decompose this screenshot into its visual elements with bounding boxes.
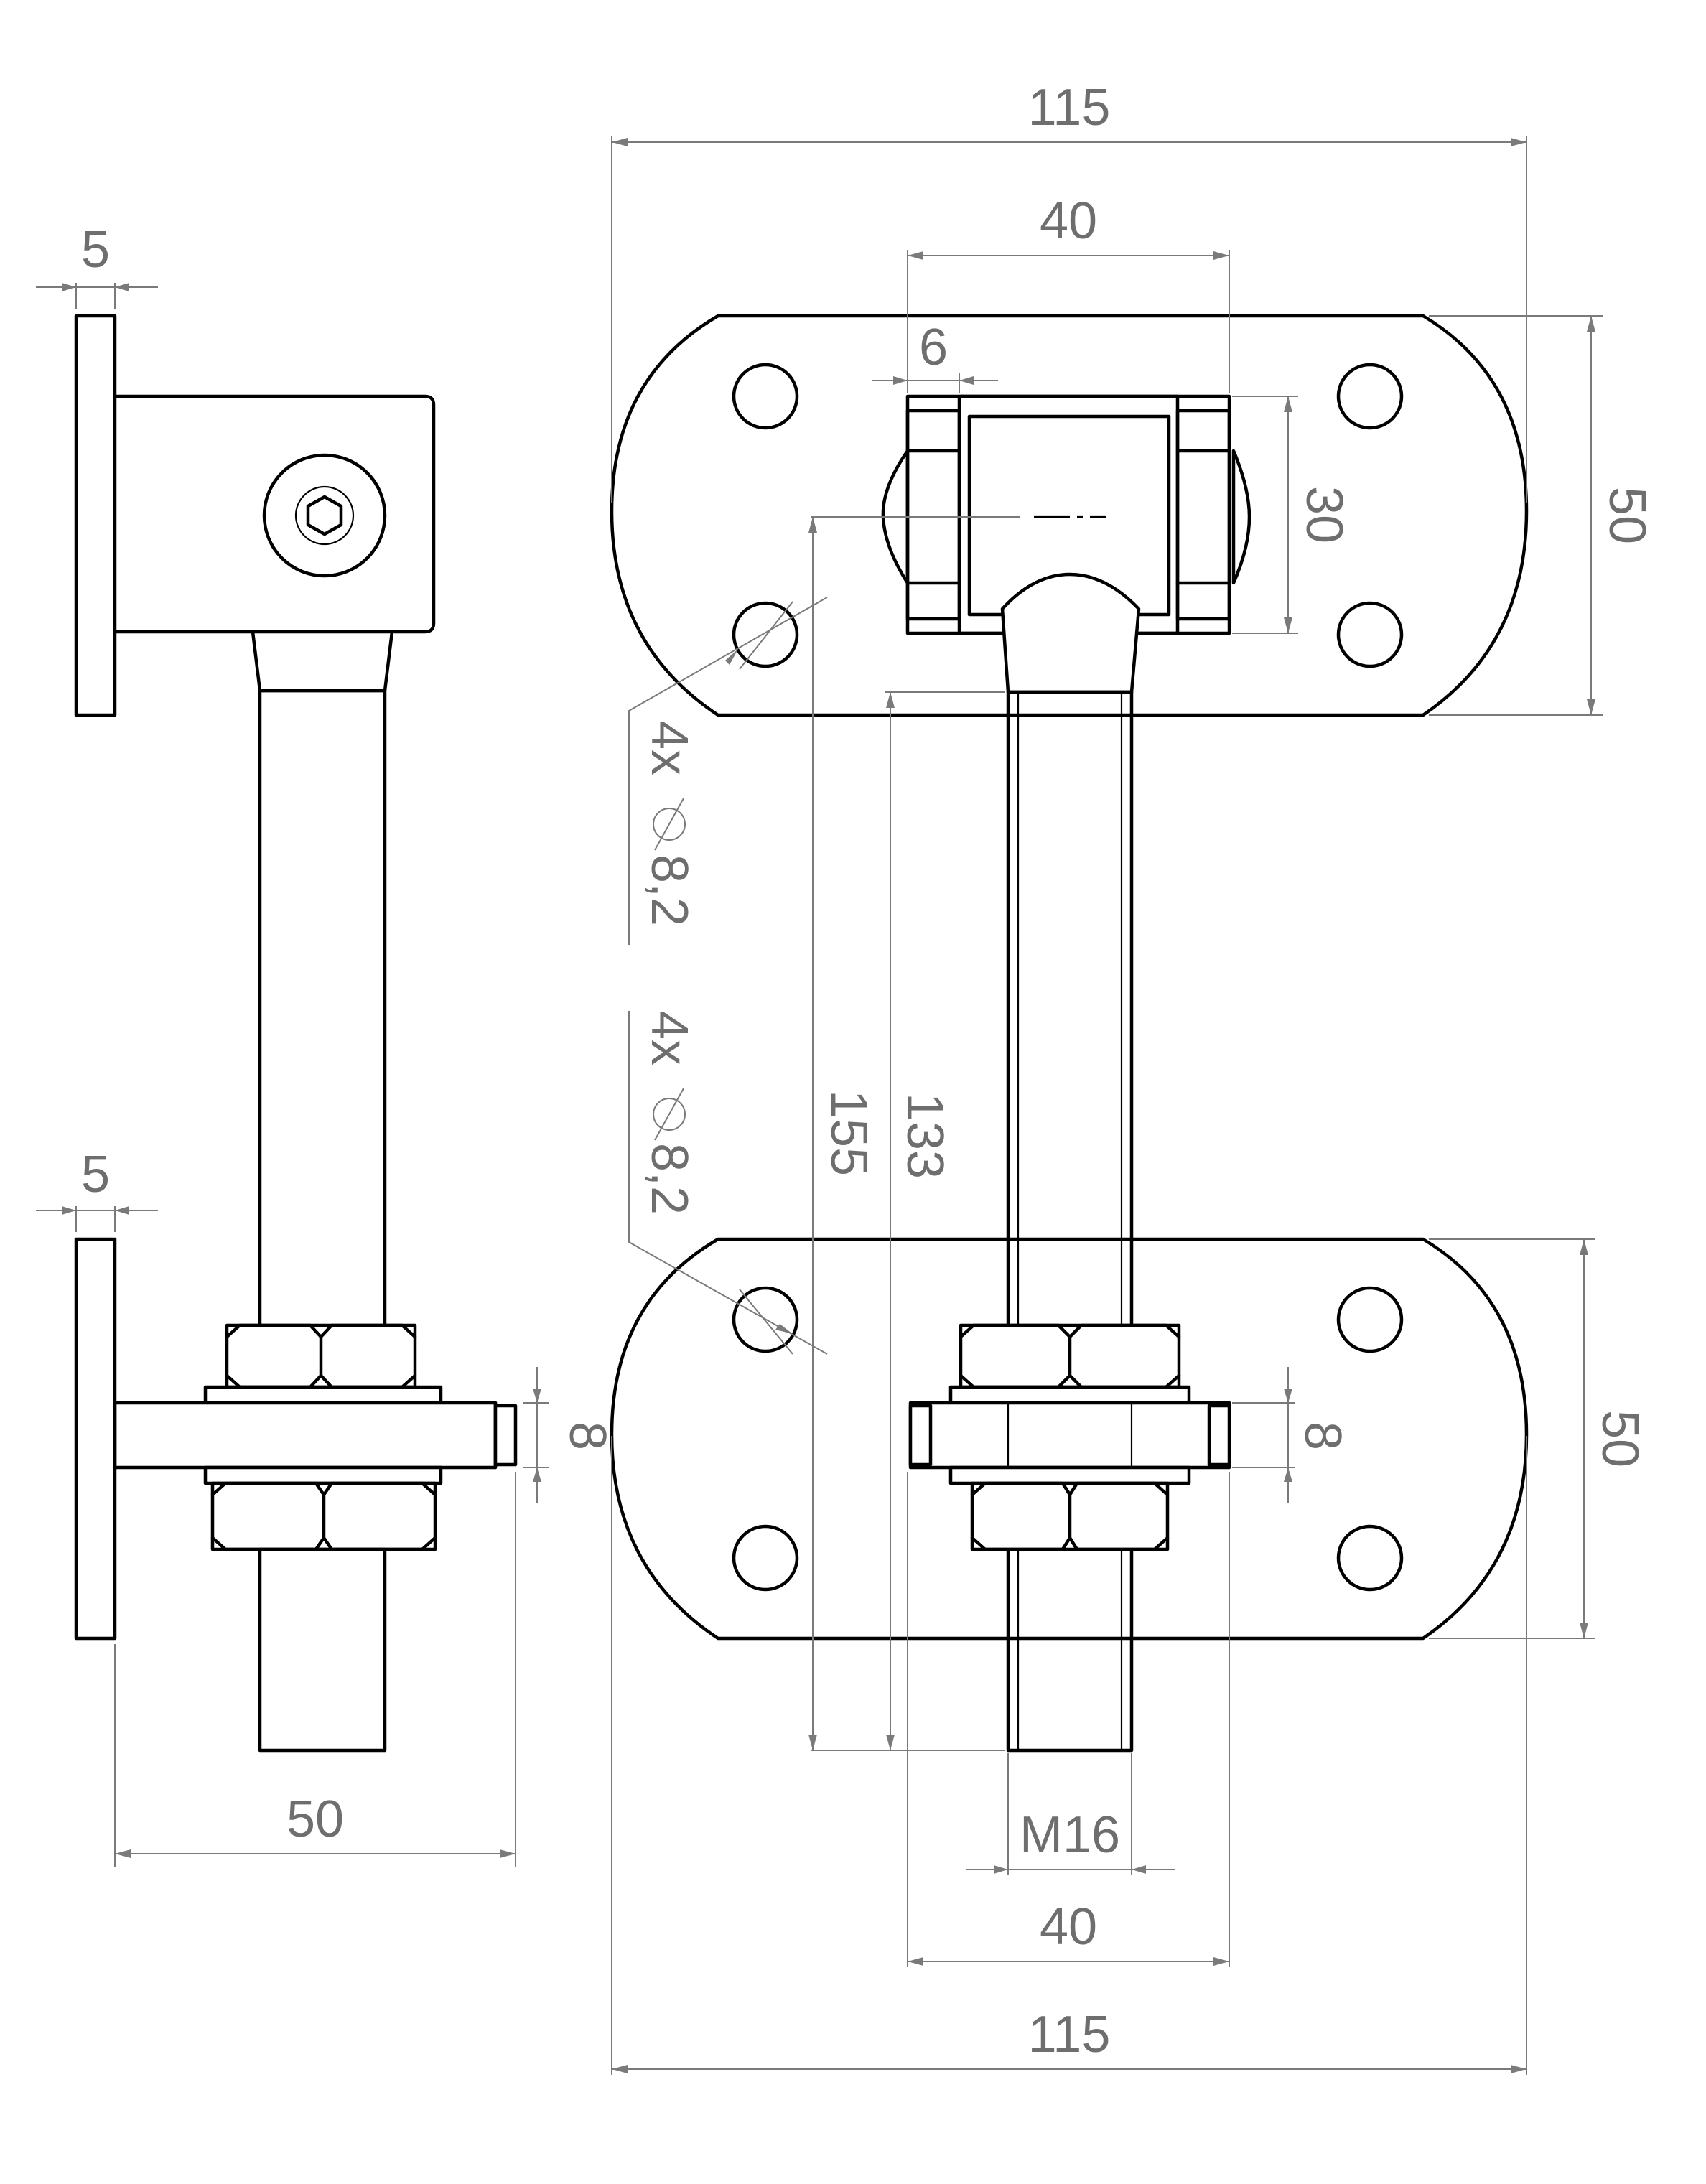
holes-bottom-count: 4x <box>640 1011 698 1065</box>
top-plate-hole-4 <box>1336 601 1404 668</box>
dim-overall-width-top: 115 <box>1028 79 1111 136</box>
hex-socket-icon <box>306 495 343 536</box>
dim-hinge-width-top: 40 <box>1040 192 1097 250</box>
dimensions: 5 5 50 8 115 40 6 30 <box>36 79 1656 2075</box>
top-plate-hole-2 <box>1336 363 1404 430</box>
dim-side-depth: 50 <box>286 1791 344 1848</box>
front-neck <box>1000 572 1141 694</box>
side-bracket-block <box>113 394 436 634</box>
bottom-plate-hole-1 <box>732 1286 799 1353</box>
dim-plate-height-top: 50 <box>1598 487 1656 544</box>
dim-plate-height-bottom: 50 <box>1591 1410 1649 1467</box>
front-top-plate <box>610 314 1529 717</box>
dim-length-133: 133 <box>896 1093 954 1179</box>
dim-hinge-width-bottom: 40 <box>1040 1898 1097 1956</box>
front-lower-nut-facets <box>970 1481 1170 1551</box>
side-lower-nut-facets <box>210 1481 437 1551</box>
side-pin-head <box>262 453 387 578</box>
side-upper-washer <box>203 1385 443 1405</box>
front-pin-cap-right <box>1231 449 1251 585</box>
side-bottom-wall-plate <box>74 1237 117 1641</box>
side-pin-socket <box>294 485 355 546</box>
dim-hinge-height: 30 <box>1295 486 1353 543</box>
holes-bottom-diameter: 8,2 <box>640 1143 698 1215</box>
front-bottom-plate <box>610 1237 1529 1641</box>
bottom-plate-hole-2 <box>1336 1286 1404 1353</box>
front-lower-washer <box>948 1465 1191 1485</box>
front-arm <box>908 1401 1231 1470</box>
side-view <box>74 314 518 1753</box>
side-bottom-shank <box>258 1547 387 1753</box>
dim-overall-width-bottom: 115 <box>1028 2006 1111 2063</box>
side-lower-washer <box>203 1465 443 1485</box>
side-arm-end <box>493 1404 518 1467</box>
dim-side-plate-thickness-bottom: 5 <box>81 1146 110 1203</box>
dim-thread: M16 <box>1020 1806 1120 1864</box>
diameter-icon <box>653 798 686 851</box>
dim-pin-inset: 6 <box>919 319 948 376</box>
diameter-icon <box>653 1088 686 1141</box>
side-neck <box>251 630 394 693</box>
dim-length-155: 155 <box>820 1090 877 1176</box>
dim-arm-thickness-front: 8 <box>1294 1422 1351 1450</box>
bottom-plate-hole-3 <box>732 1524 799 1592</box>
front-upper-washer <box>948 1385 1191 1405</box>
dim-arm-thickness-side: 8 <box>559 1422 616 1450</box>
side-arm <box>113 1401 498 1470</box>
side-top-wall-plate <box>74 314 117 717</box>
top-plate-hole-3 <box>732 601 799 668</box>
holes-top-diameter: 8,2 <box>640 854 698 926</box>
side-bolt-shank <box>258 689 387 1330</box>
front-bolt-shank <box>1006 690 1134 1753</box>
top-plate-hole-1 <box>732 363 799 430</box>
dim-side-plate-thickness-top: 5 <box>81 221 110 279</box>
front-view <box>610 314 1529 1753</box>
bottom-plate-hole-4 <box>1336 1524 1404 1592</box>
holes-top-count: 4x <box>640 721 698 775</box>
